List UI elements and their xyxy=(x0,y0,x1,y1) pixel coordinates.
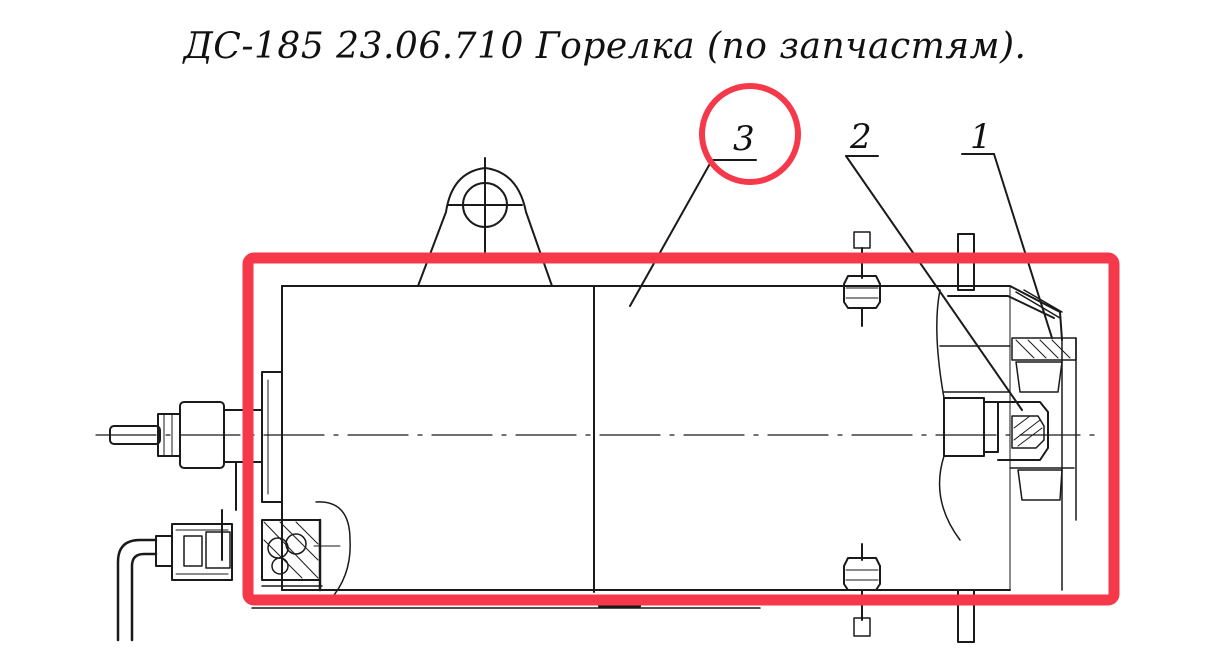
callout-label-2: 2 xyxy=(849,117,872,157)
burner-body xyxy=(251,285,1011,609)
highlight-rectangle xyxy=(242,252,1120,606)
highlight-circle xyxy=(699,83,801,185)
lower-fitting xyxy=(116,501,351,642)
burner-head xyxy=(936,285,1077,591)
callout-label-1: 1 xyxy=(970,117,992,157)
leader-lines xyxy=(629,153,1053,411)
left-flange xyxy=(261,371,283,503)
lifting-lug xyxy=(417,157,553,287)
callout-label-3: 3 xyxy=(733,119,755,159)
top-bolt xyxy=(843,231,881,327)
bottom-bolt xyxy=(843,543,881,637)
drawing-title: ДС-185 23.06.710 Горелка (по запчастям). xyxy=(183,26,1027,67)
